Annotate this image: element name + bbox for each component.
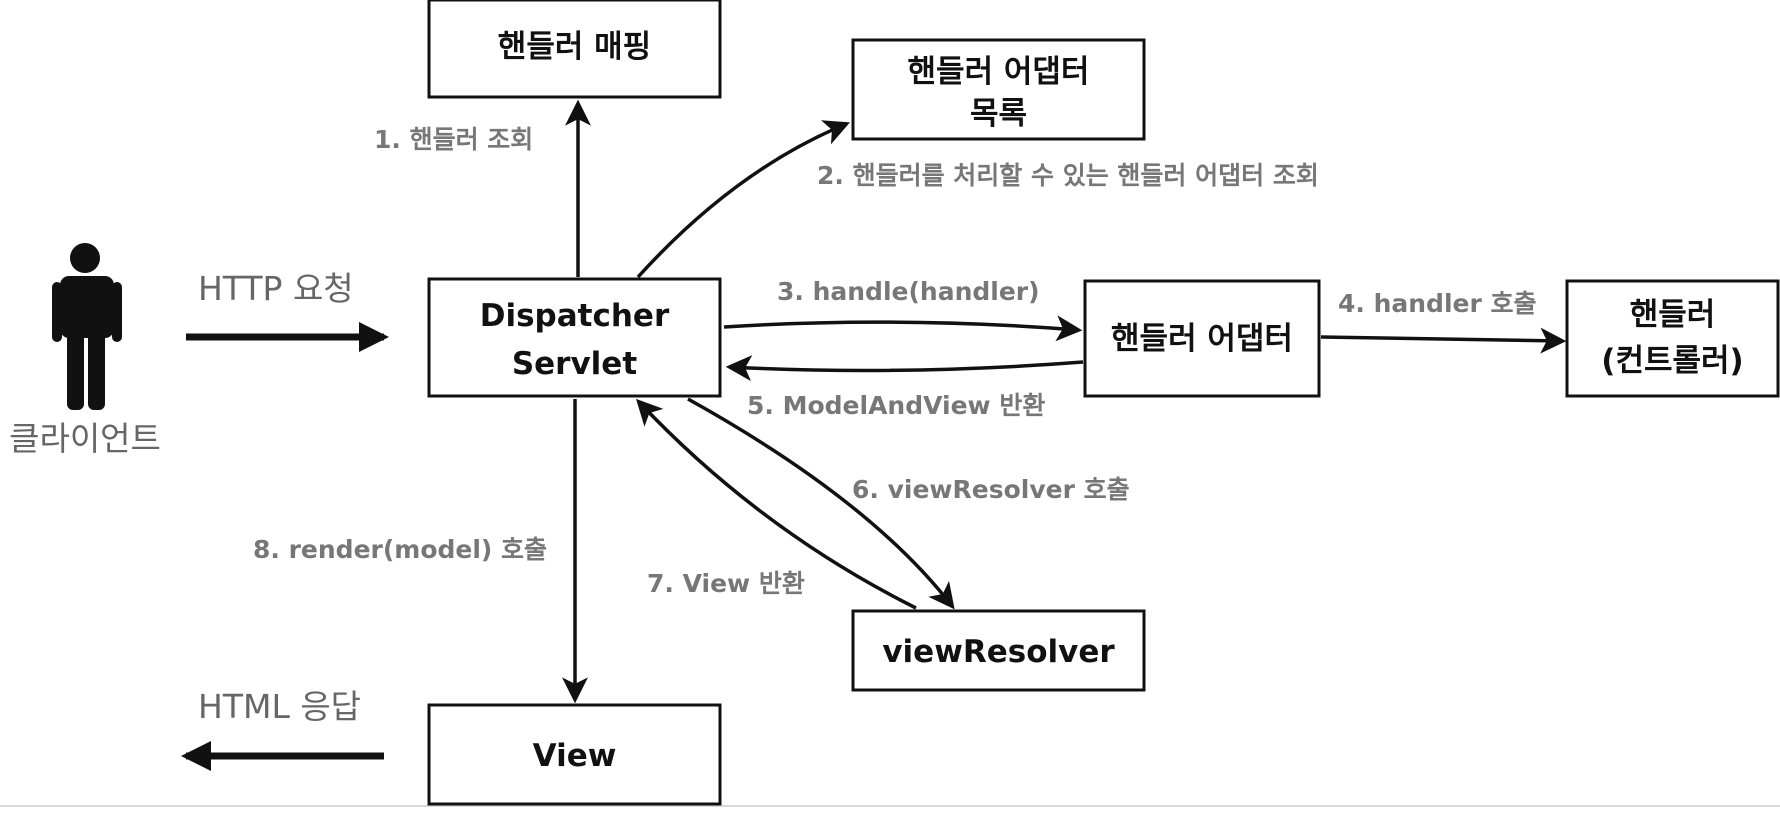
handler-adapter-box: 핸들러 어댑터 [1083, 279, 1321, 398]
step6-arrow [687, 397, 955, 610]
handler-adapter-list-label-line2: 목록 [970, 96, 1027, 132]
step1-label: 1. 핸들러 조회 [374, 125, 533, 154]
http-request-label: HTTP 요청 [198, 269, 354, 308]
handler-adapter-label: 핸들러 어댑터 [1111, 321, 1293, 357]
dispatcher-servlet-label-line1: Dispatcher [480, 298, 670, 334]
dispatcher-servlet-box: Dispatcher Servlet [427, 277, 722, 398]
step5-label: 5. ModelAndView 반환 [747, 391, 1045, 420]
handler-label-line2: (컨트롤러) [1601, 343, 1743, 379]
step2-arrow [636, 120, 851, 279]
view-resolver-label: viewResolver [882, 634, 1115, 670]
step7-arrow [636, 398, 917, 610]
view-resolver-box: viewResolver [851, 609, 1146, 692]
html-response-label: HTML 응답 [198, 687, 361, 726]
step6-label: 6. viewResolver 호출 [852, 475, 1130, 504]
step4-arrow [1320, 327, 1567, 354]
view-label: View [533, 738, 617, 774]
handler-mapping-label: 핸들러 매핑 [498, 29, 651, 65]
step8-label: 8. render(model) 호출 [253, 535, 547, 564]
handler-mapping-box: 핸들러 매핑 [427, 0, 722, 99]
step3-label: 3. handle(handler) [777, 277, 1040, 306]
step5-arrow [725, 355, 1084, 382]
step4-label: 4. handler 호출 [1338, 289, 1537, 318]
handler-adapter-list-label-line1: 핸들러 어댑터 [908, 54, 1090, 90]
handler-controller-box: 핸들러 (컨트롤러) [1565, 279, 1780, 398]
handler-adapter-list-box: 핸들러 어댑터 목록 [851, 38, 1146, 141]
client-person-icon [52, 243, 122, 410]
step7-label: 7. View 반환 [647, 569, 805, 598]
view-box: View [427, 703, 722, 806]
handler-label-line1: 핸들러 [1630, 297, 1716, 333]
step3-arrow [723, 315, 1083, 342]
client-label: 클라이언트 [9, 419, 161, 458]
step2-label: 2. 핸들러를 처리할 수 있는 핸들러 어댑터 조회 [817, 161, 1319, 190]
dispatcher-servlet-label-line2: Servlet [512, 346, 637, 382]
